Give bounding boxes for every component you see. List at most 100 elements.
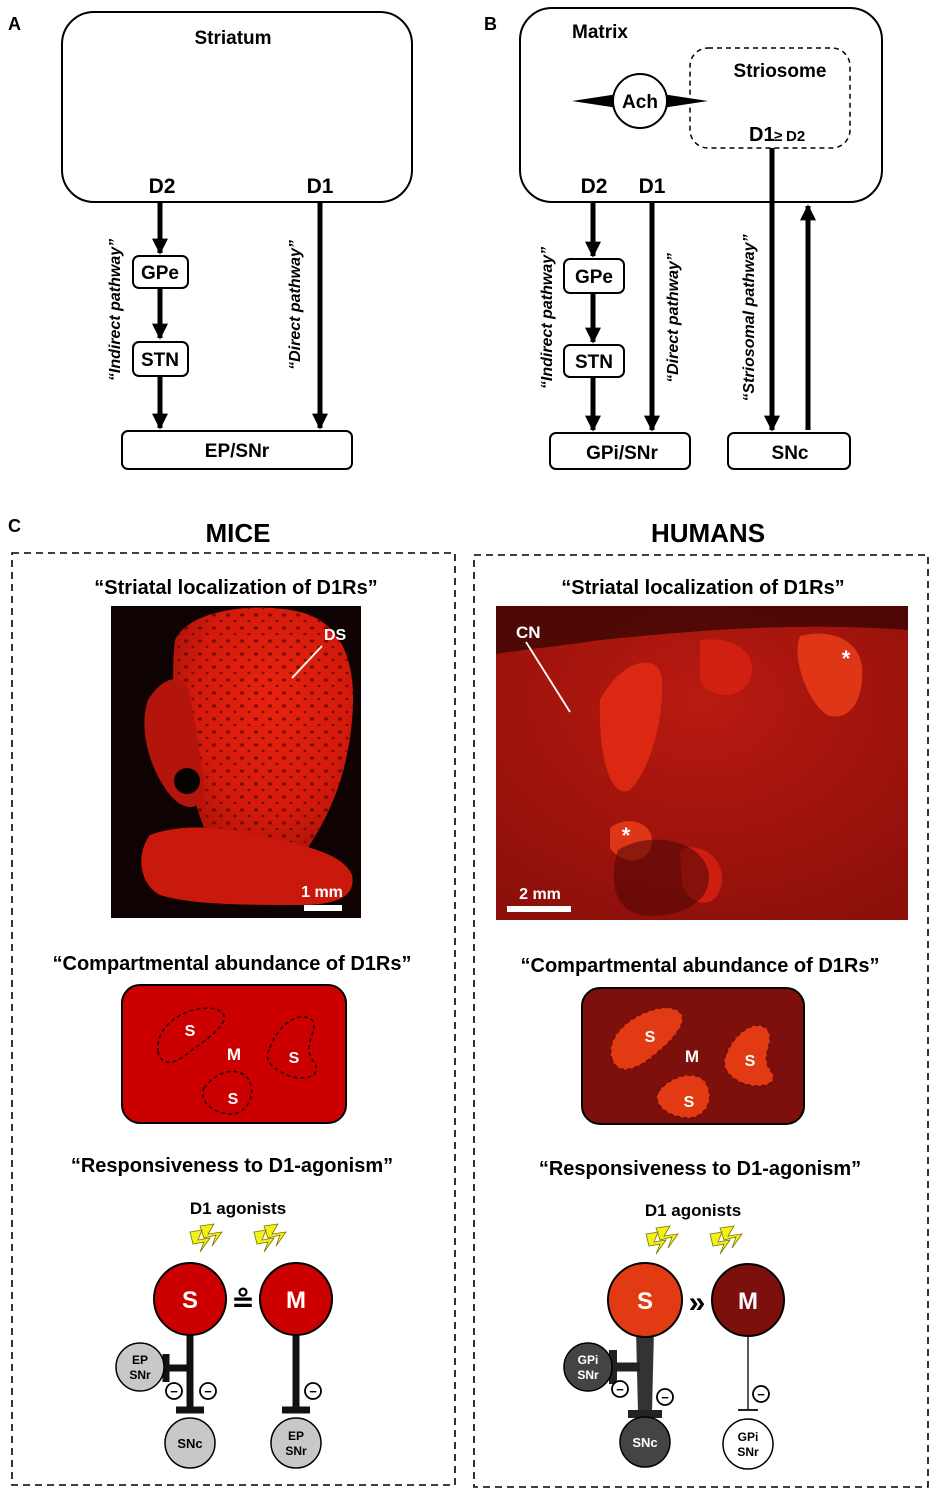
humans-minus-2: − xyxy=(661,1390,669,1405)
mice-minus-2: − xyxy=(204,1384,212,1399)
b-d2-label: D2 xyxy=(581,175,608,198)
b-gpe-label: GPe xyxy=(575,267,613,288)
mice-s-label-1: S xyxy=(185,1023,196,1040)
ach-circle xyxy=(612,73,668,129)
striosome-title: Striosome xyxy=(734,61,827,82)
humans-title: HUMANS xyxy=(651,518,765,548)
humans-snc-label: SNc xyxy=(632,1435,657,1450)
a-indirect-label: “Indirect pathway” xyxy=(107,239,124,381)
ach-label: Ach xyxy=(622,92,658,113)
a-gpe-label: GPe xyxy=(141,263,179,284)
striatum-box xyxy=(61,11,413,203)
b-gpi-snr-label: GPi/SNr xyxy=(586,443,658,464)
mice-striosome-3 xyxy=(201,1070,253,1115)
mice-relation-symbol: ≗ xyxy=(231,1286,254,1317)
panel-c: C MICE “Striatal localization of D1Rs” D… xyxy=(8,516,929,1488)
mice-snr-label-left: SNr xyxy=(129,1368,151,1382)
humans-micrograph: CN * * 2 mm xyxy=(496,606,908,920)
mice-striatum-texture xyxy=(173,607,354,876)
humans-striosome-2 xyxy=(723,1024,775,1087)
humans-inhibit-badge-1 xyxy=(611,1380,629,1398)
humans-dark-vessel xyxy=(613,839,709,916)
mice-scale-bar xyxy=(304,905,342,911)
humans-s-label-3: S xyxy=(684,1094,695,1111)
panel-c-letter: C xyxy=(8,516,21,536)
humans-responsiveness-heading: “Responsiveness to D1-agonism” xyxy=(539,1158,861,1180)
humans-gpi-label-left: GPi xyxy=(578,1353,599,1367)
mice-responsiveness-heading: “Responsiveness to D1-agonism” xyxy=(71,1155,393,1177)
humans-bolt-icon-2 xyxy=(645,1231,667,1255)
humans-minus-3: − xyxy=(757,1387,765,1402)
humans-compartment-diagram: S M S S xyxy=(581,987,805,1125)
b-gpi-snr-box xyxy=(549,432,691,470)
humans-m-neuron xyxy=(711,1263,785,1337)
mice-ep-label-left: EP xyxy=(132,1353,148,1367)
humans-s-axon xyxy=(636,1330,654,1412)
humans-dashed-frame xyxy=(473,554,929,1488)
mice-snc-target xyxy=(164,1417,216,1469)
mice-s-label-3: S xyxy=(228,1091,239,1108)
mice-s-neuron xyxy=(153,1262,227,1336)
humans-snr-label-left: SNr xyxy=(577,1368,599,1382)
humans-inhibit-badge-3 xyxy=(752,1385,770,1403)
humans-minus-1: − xyxy=(616,1382,624,1397)
mice-title: MICE xyxy=(206,518,271,548)
humans-responsiveness-diagram: S M » GPi SNr SNc GPi SNr − − − xyxy=(563,1225,785,1470)
ach-left-spike xyxy=(572,94,618,108)
b-snc-label: SNc xyxy=(772,443,809,464)
b-indirect-label: “Indirect pathway” xyxy=(539,247,556,389)
humans-gpi-label-right: GPi xyxy=(738,1430,759,1444)
mice-compartment-box xyxy=(121,984,347,1124)
mice-ep-label-right: EP xyxy=(288,1429,304,1443)
mice-bolt-icon-3 xyxy=(263,1223,287,1247)
humans-bolt-icon-3 xyxy=(719,1225,743,1249)
humans-ventricle-edge xyxy=(496,606,908,654)
mice-striosome-1 xyxy=(157,1007,226,1064)
mice-ds-pointer xyxy=(291,645,323,679)
humans-asterisk-1: * xyxy=(842,646,851,671)
b-striosomal-label: “Striosomal pathway” xyxy=(741,234,758,401)
humans-striosome-patch-4 xyxy=(700,639,752,695)
mice-scale-label: 1 mm xyxy=(301,884,343,901)
humans-s-neuron xyxy=(607,1262,683,1338)
striatum-title: Striatum xyxy=(194,28,271,49)
humans-gpi-snr-target-right xyxy=(722,1418,774,1470)
humans-relation-symbol: » xyxy=(689,1286,706,1319)
mice-dashed-frame xyxy=(11,552,456,1486)
mice-s-label-2: S xyxy=(289,1050,300,1067)
mice-snr-label-right: SNr xyxy=(285,1444,307,1458)
striosome-d1: D1 xyxy=(749,124,775,146)
mice-ds-label: DS xyxy=(324,627,347,644)
panel-b: B Matrix Striosome Ach D1 ≥ D2 D2 D1 GPe… xyxy=(484,7,883,470)
humans-striosome-patch-1 xyxy=(599,662,663,792)
humans-bolt-icon-4 xyxy=(709,1231,731,1255)
humans-gpi-snr-target-left xyxy=(563,1342,613,1392)
humans-s-neuron-label: S xyxy=(637,1288,653,1315)
mice-bolt-icon-1 xyxy=(199,1223,223,1247)
mice-ep-snr-target-right xyxy=(270,1417,322,1469)
striosome-d2: D2 xyxy=(786,128,805,145)
mice-bolt-icon-4 xyxy=(253,1229,275,1253)
mice-abundance-heading: “Compartmental abundance of D1Rs” xyxy=(53,953,412,975)
humans-bolt-icon-1 xyxy=(655,1225,679,1249)
mice-minus-3: − xyxy=(309,1384,317,1399)
humans-striosome-1 xyxy=(609,1006,684,1071)
mice-inhibit-badge-3 xyxy=(304,1382,322,1400)
mice-olfactory-tubercle xyxy=(141,827,353,905)
mice-localization-heading: “Striatal localization of D1Rs” xyxy=(94,577,377,599)
mice-striosome-2 xyxy=(266,1015,318,1079)
mice-m-neuron-label: M xyxy=(286,1287,306,1314)
mice-inhibit-badge-2 xyxy=(199,1382,217,1400)
humans-inhibit-badge-2 xyxy=(656,1388,674,1406)
humans-scale-label: 2 mm xyxy=(519,886,561,903)
a-direct-label: “Direct pathway” xyxy=(287,240,304,370)
mice-compartment-diagram: S M S S xyxy=(121,984,347,1124)
panel-a: A Striatum D2 D1 GPe STN EP/SNr “Indirec… xyxy=(8,11,413,470)
mice-minus-1: − xyxy=(170,1384,178,1399)
a-stn-label: STN xyxy=(141,350,179,371)
mice-s-neuron-label: S xyxy=(182,1287,198,1314)
humans-striosome-3 xyxy=(656,1074,711,1119)
humans-snr-label-right: SNr xyxy=(737,1445,759,1459)
humans-cn-pointer xyxy=(525,641,571,713)
